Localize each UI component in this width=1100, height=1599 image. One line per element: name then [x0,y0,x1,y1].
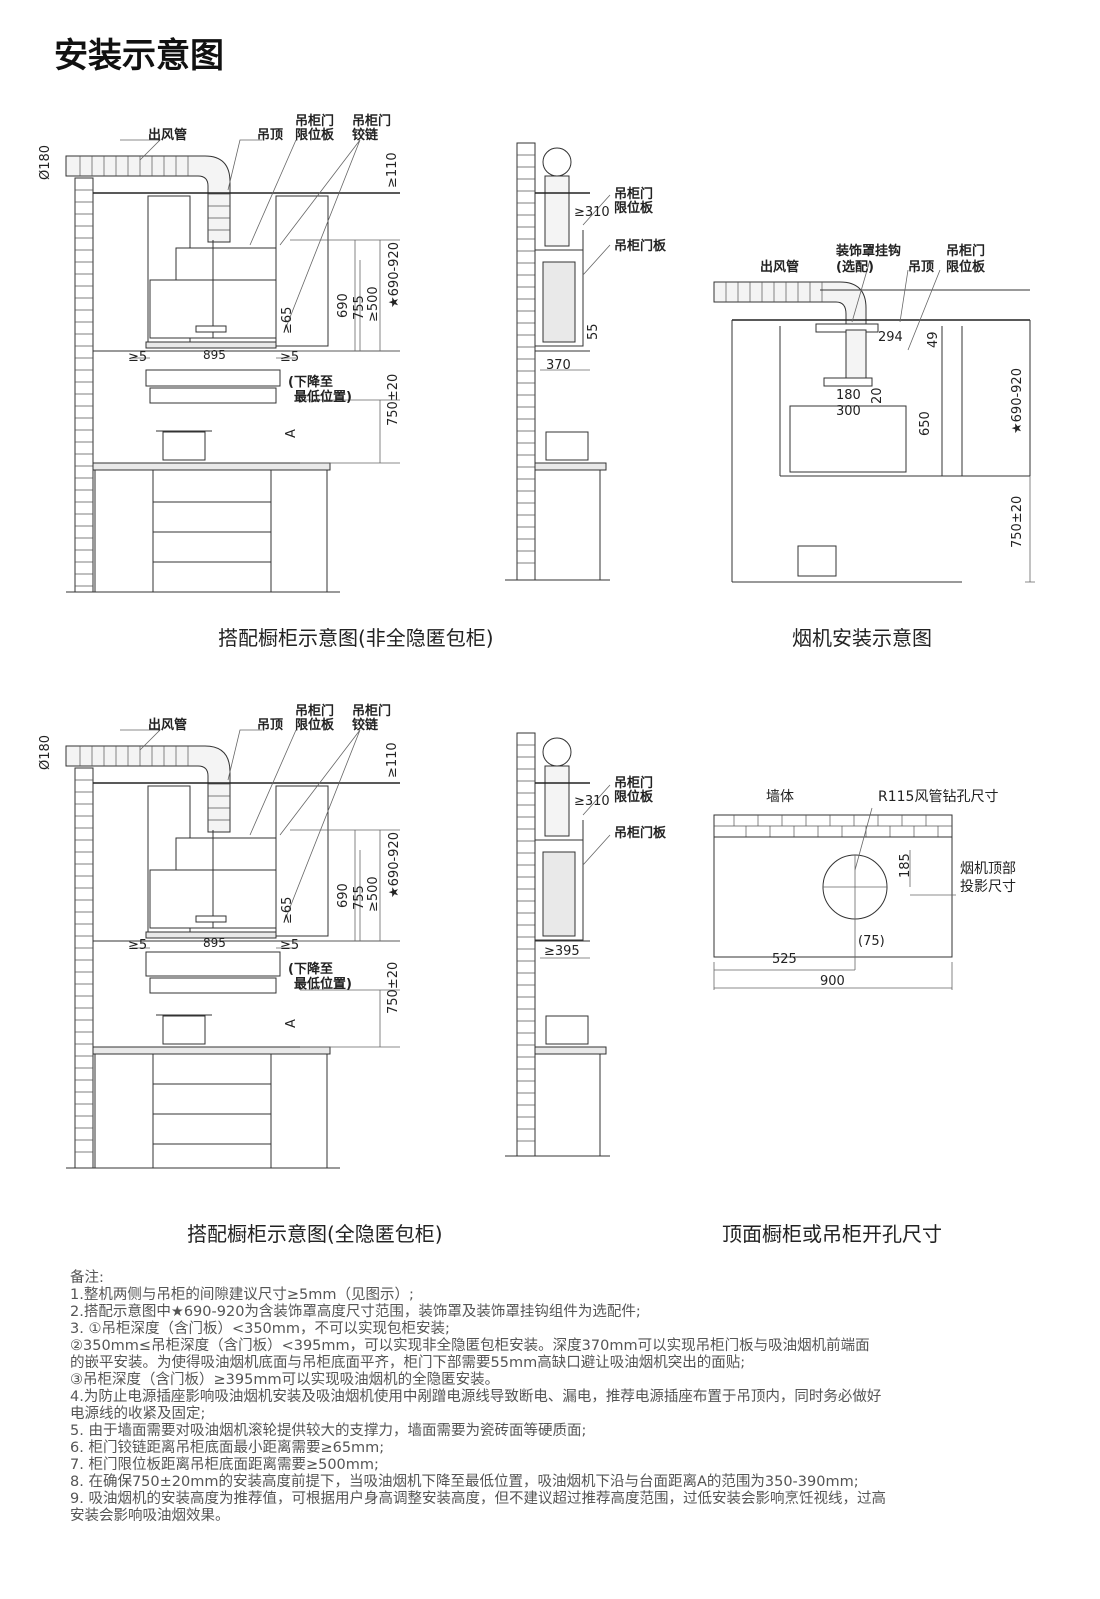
caption-full-hidden: 搭配橱柜示意图(全隐匿包柜) [187,1222,443,1246]
side-dim-370: 370 [546,358,571,373]
hinge-label-1: 吊柜门 [352,114,392,129]
note-line: 电源线的收紧及固定; [70,1406,206,1422]
note-line: 3. ①吊柜深度（含门板）<350mm，不可以实现包柜安装; [70,1321,450,1337]
hinge-label-2: 铰链 [352,128,379,143]
install-ceiling-label: 吊顶 [908,260,935,275]
base-cabinet [94,469,328,593]
fh-hinge-label-2: 铰链 [352,718,379,733]
install-stop-label-2: 限位板 [946,260,986,275]
sb-dim-395: ≥395 [544,944,580,959]
air-duct [65,155,231,243]
countertop [92,462,331,471]
fh-dim-895: 895 [203,936,226,950]
note-line: ②350mm≤吊柜深度（含门板）<395mm，可以实现非全隐匿包柜安装。深度37… [70,1338,870,1354]
note-line: 2.搭配示意图中★690-920为含装饰罩高度尺寸范围，装饰罩及装饰罩挂钩组件为… [70,1304,641,1320]
page-title: 安装示意图 [54,36,224,76]
sb-stop-label-1: 吊柜门 [614,776,654,791]
note-line: 7. 柜门限位板距离吊柜底面距离需要≥500mm; [70,1457,379,1473]
install-cover-label-2: (选配) [836,260,874,275]
caption-install: 烟机安装示意图 [792,626,932,650]
dim-gap-right: ≥5 [280,350,300,365]
duct-label: 出风管 [148,128,188,143]
note-line: 的嵌平安装。为使得吸油烟机底面与吊柜底面平齐，柜门下部需要55mm高缺口避让吸油… [70,1355,746,1371]
fh-duct-label: 出风管 [148,718,188,733]
hole-dim-75: (75) [858,934,885,949]
note-line: ③吊柜深度（含门板）≥395mm可以实现吸油烟机的全隐匿安装。 [70,1372,500,1388]
side-stop-label-1: 吊柜门 [614,187,654,202]
sb-door-label: 吊柜门板 [614,826,667,841]
notes-section: 备注: 1.整机两侧与吊柜的间隙建议尺寸≥5mm（见图示）; 2.搭配示意图中★… [70,1270,1060,1525]
note-line: 8. 在确保750±20mm的安装高度前提下，当吸油烟机下降至最低位置，吸油烟机… [70,1474,859,1490]
install-dim-180: 180 [836,388,861,403]
hood-upper [175,247,277,281]
stop-plate-label-1: 吊柜门 [295,114,335,129]
fh-lowest-2: 最低位置) [294,977,352,992]
lowest-label-1: (下降至 [288,375,333,390]
hood-lowered [145,369,281,387]
fh-ceiling-label: 吊顶 [257,718,284,733]
caption-non-hidden: 搭配橱柜示意图(非全隐匿包柜) [218,626,494,650]
lowest-label-2: 最低位置) [294,390,352,405]
hole-dim-900: 900 [820,974,845,989]
side-dim-310: ≥310 [574,205,610,220]
side-stop-label-2: 限位板 [614,201,654,216]
sb-dim-310: ≥310 [574,794,610,809]
stop-plate-label-2: 限位板 [295,128,335,143]
dim-895: 895 [203,348,226,362]
note-heading: 备注: [70,1270,104,1286]
caption-hole-size: 顶面橱柜或吊柜开孔尺寸 [722,1222,942,1246]
note-line: 6. 柜门铰链距离吊柜底面最小距离需要≥65mm; [70,1440,385,1456]
hole-dim-185: 185 [898,853,913,878]
install-duct-label: 出风管 [760,260,800,275]
hole-proj-label-1: 烟机顶部 [960,861,1016,877]
sb-stop-label-2: 限位板 [614,790,654,805]
dim-gap-left: ≥5 [128,350,148,365]
front-view-top [65,139,400,593]
note-line: 4.为防止电源插座影响吸油烟机安装及吸油烟机使用中剐蹭电源线导致断电、漏电，推荐… [70,1389,882,1405]
fh-lowest-1: (下降至 [288,962,333,977]
fh-hinge-label-1: 吊柜门 [352,704,392,719]
install-dim-294: 294 [878,330,903,345]
hole-wall-label: 墙体 [766,789,794,805]
note-line: 安装会影响吸油烟效果。 [70,1508,230,1524]
side-door-label: 吊柜门板 [614,239,667,254]
hole-proj-label-2: 投影尺寸 [960,879,1016,895]
fh-stop-label-1: 吊柜门 [295,704,335,719]
pot [162,431,206,461]
hole-r115-label: R115风管钻孔尺寸 [878,789,999,805]
install-dim-300: 300 [836,404,861,419]
note-line: 9. 吸油烟机的安装高度为推荐值，可根据用户身高调整安装高度，但不建议超过推荐高… [70,1491,886,1507]
note-line: 1.整机两侧与吊柜的间隙建议尺寸≥5mm（见图示）; [70,1287,414,1303]
ceiling-label: 吊顶 [257,128,284,143]
fh-dim-gap-left: ≥5 [128,938,148,953]
fh-stop-label-2: 限位板 [295,718,335,733]
install-cover-label-1: 装饰罩挂钩 [836,244,902,259]
hole-dim-525: 525 [772,952,797,967]
note-line: 5. 由于墙面需要对吸油烟机滚轮提供较大的支撑力，墙面需要为瓷砖面等硬质面; [70,1423,587,1439]
fh-dim-gap-right: ≥5 [280,938,300,953]
install-stop-label-1: 吊柜门 [946,244,986,259]
